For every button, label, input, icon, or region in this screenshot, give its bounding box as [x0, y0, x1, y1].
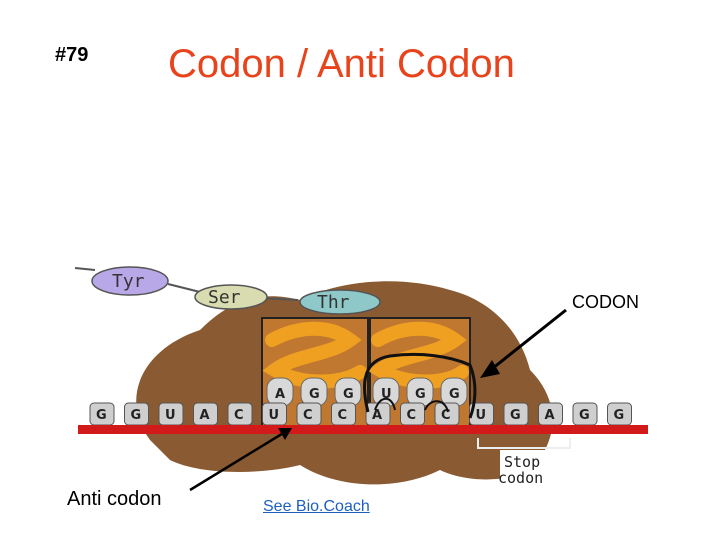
mrna-base-letter: C [407, 408, 417, 423]
mrna-base-letter: G [614, 408, 625, 423]
mrna-base-letter: U [269, 408, 280, 423]
stop-codon-label: codon [498, 469, 543, 487]
mrna-base-letter: U [476, 408, 487, 423]
anticodon-base: G [343, 387, 354, 402]
amino-acid-thr: Thr [300, 290, 380, 314]
amino-acid-tyr: Tyr [92, 267, 168, 295]
mrna-base-letter: G [510, 408, 521, 423]
mrna-base-letter: A [200, 408, 210, 423]
amino-acid-ser: Ser [195, 285, 267, 309]
biocoach-link[interactable]: See Bio.Coach [263, 498, 370, 516]
anticodon-base: G [309, 387, 320, 402]
mrna-base-letter: C [338, 408, 348, 423]
anticodon-base: G [415, 387, 426, 402]
amino-acid-label: Thr [317, 292, 350, 313]
mrna-base-letter: C [234, 408, 244, 423]
amino-acid-label: Tyr [112, 271, 145, 292]
mrna-base-letter: A [545, 408, 555, 423]
mrna-base-letter: U [165, 408, 176, 423]
anticodon-label: Anti codon [67, 488, 162, 511]
mrna-base-letter: G [131, 408, 142, 423]
amino-acid-label: Ser [208, 287, 241, 308]
anticodon-base: A [275, 387, 285, 402]
mrna-base-letter: C [303, 408, 313, 423]
mrna-base-letter: G [579, 408, 590, 423]
mrna-strand [78, 425, 648, 434]
mrna-base-letter: G [96, 408, 107, 423]
mrna-base-letter: A [372, 408, 382, 423]
anticodon-base: G [449, 387, 460, 402]
mrna-base-letter: C [441, 408, 451, 423]
codon-label: CODON [572, 292, 639, 313]
